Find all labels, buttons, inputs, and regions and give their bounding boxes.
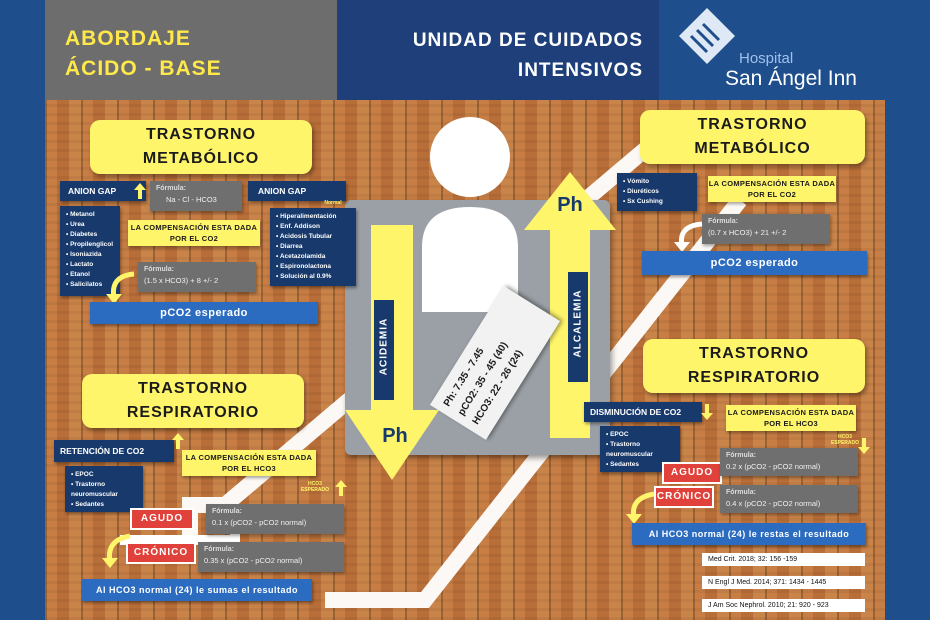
arrow-down-icon bbox=[701, 404, 713, 420]
curved-arrow-icon bbox=[106, 271, 135, 304]
left-acute-formula: Fórmula: 0.1 x (pCO2 - pCO2 normal) bbox=[206, 504, 344, 534]
anion-gap-high-label: ANION GAP bbox=[60, 181, 146, 201]
right-metabolic-causes: Vómito Diuréticos Sx Cushing bbox=[617, 173, 697, 211]
co2-retention-label: RETENCIÓN DE CO2 bbox=[54, 440, 174, 462]
right-acute-badge: AGUDO bbox=[662, 462, 722, 484]
hospital-logo: Hospital San Ángel Inn bbox=[659, 0, 885, 100]
left-pco2-expected: pCO2 esperado bbox=[90, 302, 318, 324]
title-line1: ABORDAJE bbox=[65, 27, 191, 50]
right-metabolic-formula: Fórmula: (0.7 x HCO3) + 21 +/- 2 bbox=[702, 214, 830, 244]
title-line2: ÁCIDO - BASE bbox=[65, 57, 222, 80]
right-metabolic-title: TRASTORNO METABÓLICO bbox=[640, 110, 865, 164]
arrow-up-icon bbox=[172, 433, 184, 449]
logo-word-hospital: Hospital bbox=[739, 50, 794, 67]
reference-3: J Am Soc Nephrol. 2010; 21: 920 - 923 bbox=[702, 599, 865, 612]
person-icon bbox=[422, 117, 518, 312]
header-unit-panel: UNIDAD DE CUIDADOS INTENSIVOS bbox=[337, 0, 659, 100]
right-chronic-badge: CRÓNICO bbox=[654, 486, 714, 508]
left-result: Al HCO3 normal (24) le sumas el resultad… bbox=[82, 579, 312, 601]
right-metabolic-compensation: LA COMPENSACIÓN ESTA DADA POR EL CO2 bbox=[708, 176, 836, 202]
curved-arrow-icon bbox=[626, 491, 655, 524]
header-title-panel: ABORDAJE ÁCIDO - BASE bbox=[45, 0, 337, 100]
normal-gap-list: Hiperalimentación Enf. Addison Acidosis … bbox=[270, 208, 356, 286]
acidemia-label-box bbox=[374, 300, 394, 400]
co2-decrease-label: DISMINUCIÓN DE CO2 bbox=[584, 402, 702, 422]
left-acute-badge: AGUDO bbox=[130, 508, 194, 530]
left-hco3-expected-tag: HCO3 ESPERADO bbox=[300, 481, 330, 493]
right-chronic-formula: Fórmula: 0.4 x (pCO2 - pCO2 normal) bbox=[720, 485, 858, 513]
arrow-up-icon bbox=[134, 183, 146, 199]
hospital-logo-icon bbox=[679, 8, 735, 64]
left-respiratory-causes: EPOC Trastorno neuromuscular Sedantes bbox=[65, 466, 143, 512]
ph-down-label: Ph bbox=[382, 425, 408, 447]
anion-gap-normal-label: ANION GAP bbox=[248, 181, 346, 201]
curved-arrow-icon bbox=[102, 533, 131, 568]
alcalemia-label: ALCALEMIA bbox=[572, 289, 584, 358]
left-chronic-badge: CRÓNICO bbox=[126, 542, 196, 564]
right-respiratory-title: TRASTORNO RESPIRATORIO bbox=[643, 339, 865, 393]
right-respiratory-compensation: LA COMPENSACIÓN ESTA DADA POR EL HCO3 bbox=[726, 405, 856, 431]
curved-arrow-icon bbox=[674, 221, 703, 252]
left-metabolic-compensation: LA COMPENSACIÓN ESTA DADA POR EL CO2 bbox=[128, 220, 260, 246]
unit-line1: UNIDAD DE CUIDADOS bbox=[412, 30, 643, 51]
normal-tag: Normal bbox=[324, 200, 342, 206]
left-metabolic-title: TRASTORNO METABÓLICO bbox=[90, 120, 312, 174]
acidemia-label: ACIDEMIA bbox=[378, 317, 390, 376]
anion-gap-formula: Fórmula: Na - Cl - HCO3 bbox=[150, 181, 242, 211]
right-pco2-expected: pCO2 esperado bbox=[642, 251, 867, 275]
alcalemia-label-box bbox=[568, 272, 588, 382]
unit-line2: INTENSIVOS bbox=[517, 60, 643, 81]
arrow-down-icon bbox=[858, 438, 870, 454]
reference-2: N Engl J Med. 2014; 371: 1434 - 1445 bbox=[702, 576, 865, 589]
left-metabolic-title-line1: TRASTORNO bbox=[145, 126, 257, 143]
left-metabolic-comp-formula: Fórmula: (1.5 x HCO3) + 8 +/- 2 bbox=[138, 262, 256, 292]
reference-1: Med Crit. 2018; 32: 156 -159 bbox=[702, 553, 865, 566]
left-respiratory-title: TRASTORNO RESPIRATORIO bbox=[82, 374, 304, 428]
logo-word-name: San Ángel Inn bbox=[725, 67, 857, 90]
right-hco3-expected-tag: HCO3 ESPERADO bbox=[830, 434, 860, 446]
high-gap-list: Metanol Urea Diabetes Propilenglicol Iso… bbox=[60, 206, 120, 296]
ph-up-label: Ph bbox=[557, 194, 583, 216]
right-acute-formula: Fórmula: 0.2 x (pCO2 - pCO2 normal) bbox=[720, 448, 858, 476]
left-respiratory-compensation: LA COMPENSACIÓN ESTA DADA POR EL HCO3 bbox=[182, 450, 316, 476]
left-metabolic-title-line2: METABÓLICO bbox=[142, 150, 260, 167]
left-chronic-formula: Fórmula: 0.35 x (pCO2 - pCO2 normal) bbox=[198, 542, 344, 572]
right-result: Al HCO3 normal (24) le restas el resulta… bbox=[632, 523, 866, 545]
arrow-up-icon bbox=[335, 480, 347, 496]
